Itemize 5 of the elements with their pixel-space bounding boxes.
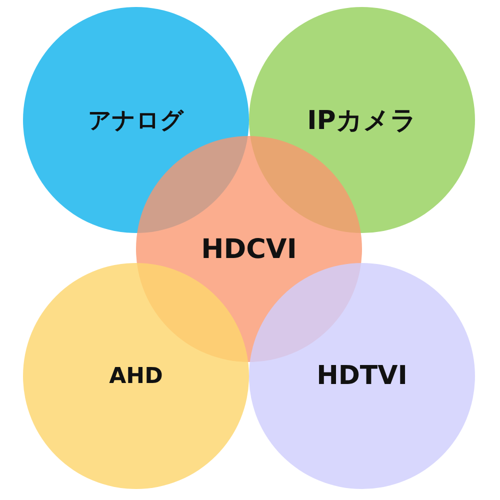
circle-label: AHD xyxy=(109,364,163,388)
circle-label: アナログ xyxy=(88,106,184,136)
circle-label: IPカメラ xyxy=(307,104,417,138)
circle-label: HDTVI xyxy=(316,361,408,391)
circle-label: HDCVI xyxy=(201,234,297,264)
